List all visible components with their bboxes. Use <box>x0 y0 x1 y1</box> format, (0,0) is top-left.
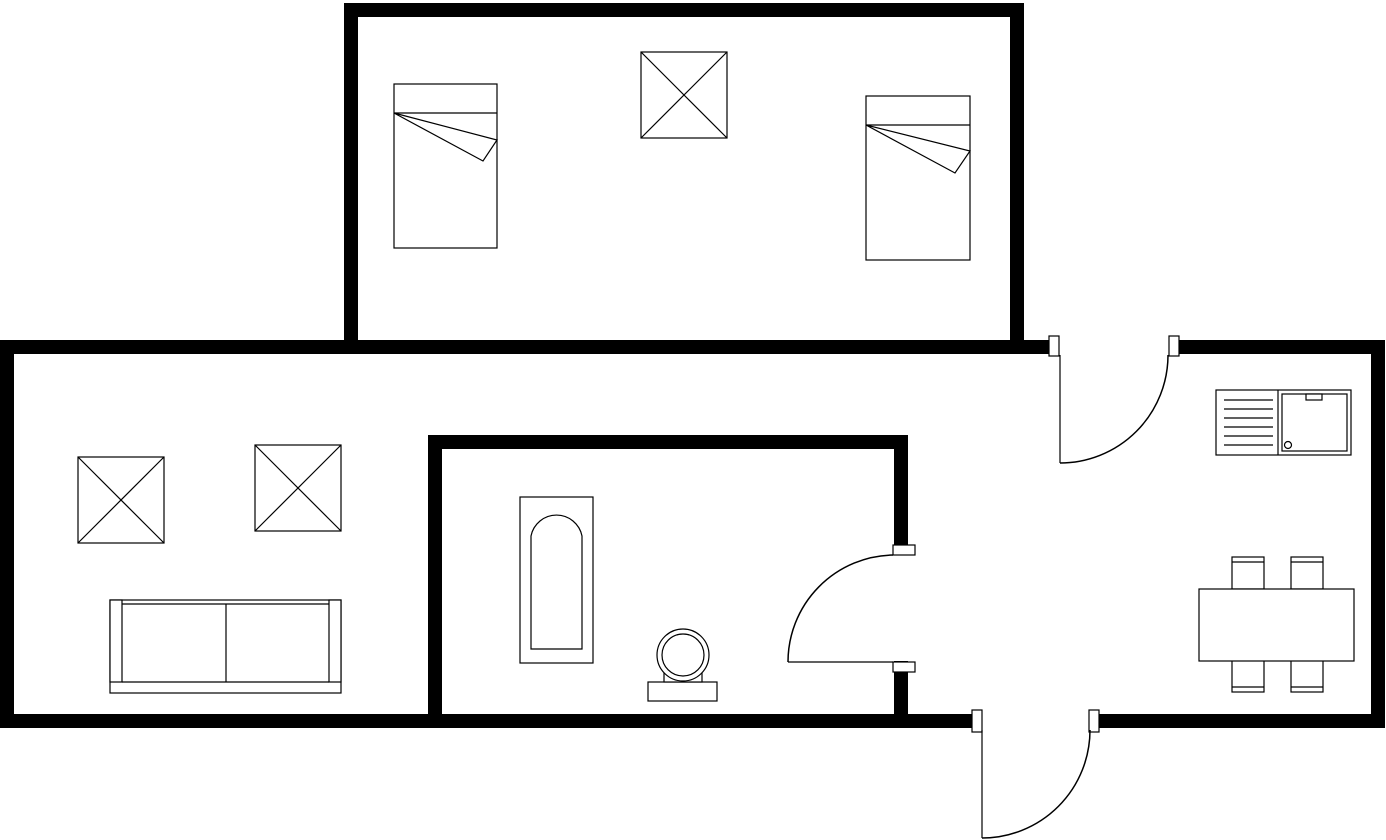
door-jamb <box>1088 709 1100 733</box>
walls <box>0 3 1385 728</box>
chair <box>1290 659 1324 693</box>
toilet-seat <box>661 633 705 677</box>
door-jamb <box>1168 335 1180 357</box>
door-jamb <box>971 709 983 733</box>
bathroom-wall <box>428 435 908 728</box>
bathtub-basin <box>530 514 583 650</box>
bed-right <box>865 95 971 261</box>
door-jamb <box>1048 335 1060 357</box>
bed-cover-fold <box>393 112 498 162</box>
kitchen-sink <box>1215 389 1352 456</box>
door-jamb <box>892 661 916 673</box>
bed-left <box>393 83 498 249</box>
sofa <box>109 599 342 694</box>
main-top-wall-right <box>1093 340 1385 728</box>
dining-table-icon <box>1198 588 1355 662</box>
dining-set <box>1198 556 1355 693</box>
door-swing-icon <box>787 554 894 663</box>
door-swing-icon <box>981 729 1091 839</box>
sink-drain <box>1283 440 1293 450</box>
bedroom-wall <box>344 3 1024 347</box>
bathtub-icon <box>519 496 594 664</box>
door-jamb <box>892 544 916 556</box>
toilet <box>647 628 718 702</box>
door-swing-icon <box>1059 354 1169 464</box>
door-bathroom[interactable] <box>787 544 916 673</box>
door-entry[interactable] <box>971 709 1100 839</box>
single-bed-icon <box>865 95 971 261</box>
main-top-wall-left <box>0 340 1059 728</box>
bathtub <box>519 496 594 664</box>
bed-cover-fold <box>865 124 971 174</box>
chair <box>1231 659 1265 693</box>
chair <box>1290 556 1324 590</box>
door-top[interactable] <box>1048 335 1180 464</box>
sink-basin <box>1281 393 1348 452</box>
chair <box>1231 556 1265 590</box>
bedroom-table <box>640 51 728 139</box>
sink-tap <box>1305 393 1323 401</box>
toilet-tank <box>647 681 718 702</box>
living-table-2 <box>254 444 342 532</box>
living-table-1 <box>77 456 165 544</box>
double-bed-icon <box>393 83 498 249</box>
